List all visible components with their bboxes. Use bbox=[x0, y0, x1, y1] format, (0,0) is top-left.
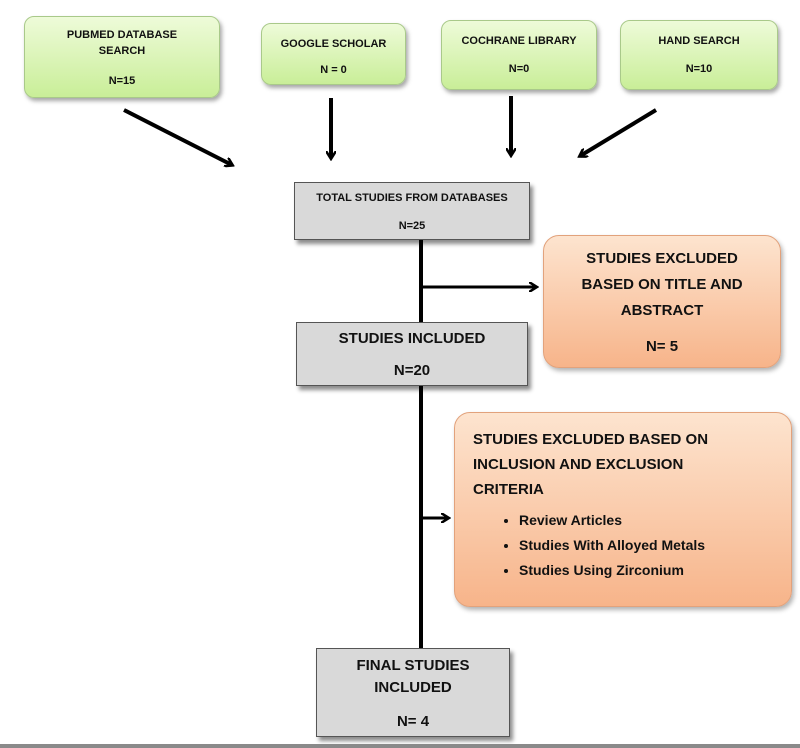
pubmed-label-line2: SEARCH bbox=[98, 45, 146, 57]
excluded-criteria-line1: STUDIES EXCLUDED BASED ON bbox=[473, 431, 709, 448]
final-studies-line2: INCLUDED bbox=[374, 679, 452, 696]
cochrane-count: N=0 bbox=[508, 63, 530, 75]
studies-included-count: N=20 bbox=[393, 362, 431, 379]
criteria-item: Review Articles bbox=[519, 508, 791, 533]
total-studies-count: N=25 bbox=[398, 220, 426, 232]
google-scholar-box: GOOGLE SCHOLAR N = 0 bbox=[261, 23, 406, 85]
hand-search-count: N=10 bbox=[685, 63, 713, 75]
exclusion-criteria-list: Review Articles Studies With Alloyed Met… bbox=[473, 508, 791, 583]
cochrane-label: COCHRANE LIBRARY bbox=[461, 35, 577, 47]
studies-included-label: STUDIES INCLUDED bbox=[338, 330, 486, 347]
final-studies-box: FINAL STUDIES INCLUDED N= 4 bbox=[316, 648, 510, 737]
criteria-item: Studies Using Zirconium bbox=[519, 558, 791, 583]
hand-search-box: HAND SEARCH N=10 bbox=[620, 20, 778, 90]
cochrane-box: COCHRANE LIBRARY N=0 bbox=[441, 20, 597, 90]
excluded-title-abstract-box: STUDIES EXCLUDED BASED ON TITLE AND ABST… bbox=[543, 235, 781, 368]
pubmed-label-line1: PUBMED DATABASE bbox=[66, 29, 178, 41]
google-scholar-label: GOOGLE SCHOLAR bbox=[280, 38, 387, 50]
excluded-criteria-box: STUDIES EXCLUDED BASED ON INCLUSION AND … bbox=[454, 412, 792, 607]
pubmed-count: N=15 bbox=[108, 75, 136, 87]
excluded-title-line3: ABSTRACT bbox=[620, 302, 704, 319]
total-studies-label: TOTAL STUDIES FROM DATABASES bbox=[316, 192, 508, 204]
pubmed-box: PUBMED DATABASE SEARCH N=15 bbox=[24, 16, 220, 98]
final-studies-line1: FINAL STUDIES bbox=[356, 657, 470, 674]
total-studies-box: TOTAL STUDIES FROM DATABASES N=25 bbox=[294, 182, 530, 240]
excluded-title-count: N= 5 bbox=[645, 338, 679, 355]
excluded-title-line2: BASED ON TITLE AND bbox=[581, 276, 743, 293]
google-scholar-count: N = 0 bbox=[320, 64, 347, 76]
excluded-title-line1: STUDIES EXCLUDED bbox=[586, 250, 738, 267]
bottom-divider bbox=[0, 744, 800, 748]
criteria-item: Studies With Alloyed Metals bbox=[519, 533, 791, 558]
final-studies-count: N= 4 bbox=[396, 713, 430, 730]
arrow-hand bbox=[580, 108, 658, 156]
hand-search-label: HAND SEARCH bbox=[658, 35, 740, 47]
excluded-criteria-line3: CRITERIA bbox=[473, 481, 544, 498]
arrow-pubmed bbox=[123, 108, 232, 165]
studies-included-box: STUDIES INCLUDED N=20 bbox=[296, 322, 528, 386]
excluded-criteria-line2: INCLUSION AND EXCLUSION bbox=[473, 456, 684, 473]
